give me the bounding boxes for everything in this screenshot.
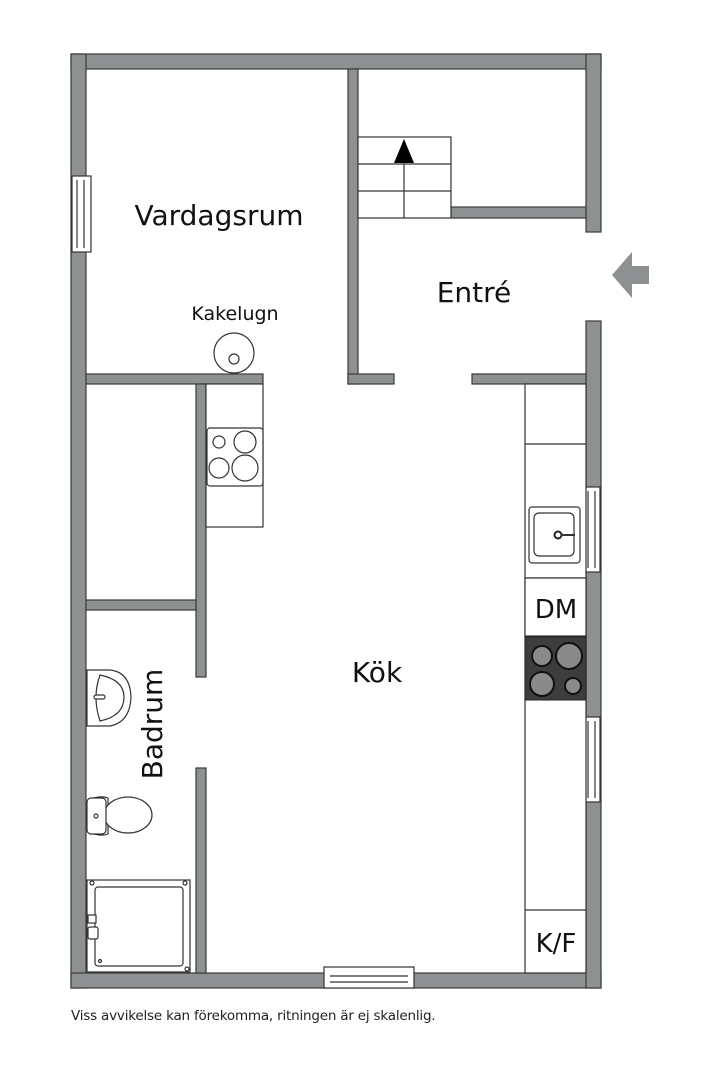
room-label-entrance: Entré [437, 276, 512, 309]
dishwasher [524, 577, 587, 637]
window-icon [71, 175, 601, 989]
toilet-icon [86, 796, 153, 836]
entry-arrow-icon [612, 252, 649, 298]
tiled-stove-icon [213, 332, 255, 374]
sink-icon [528, 506, 581, 564]
room-label-living: Vardagsrum [135, 199, 304, 232]
room-label-kitchen: Kök [352, 656, 403, 689]
shower-icon [86, 879, 191, 973]
dishwasher-label: DM [535, 595, 577, 625]
outer-walls [70, 53, 602, 989]
stove-label: Kakelugn [191, 303, 278, 325]
washbasin-icon [86, 669, 132, 727]
fridge-freezer-label: K/F [536, 929, 577, 959]
disclaimer-text: Viss avvikelse kan förekomma, ritningen … [71, 1008, 436, 1024]
room-label-bathroom: Badrum [136, 669, 169, 780]
stairs-up-icon [357, 136, 452, 219]
hob-icon [524, 636, 587, 701]
hob-icon [206, 427, 264, 487]
